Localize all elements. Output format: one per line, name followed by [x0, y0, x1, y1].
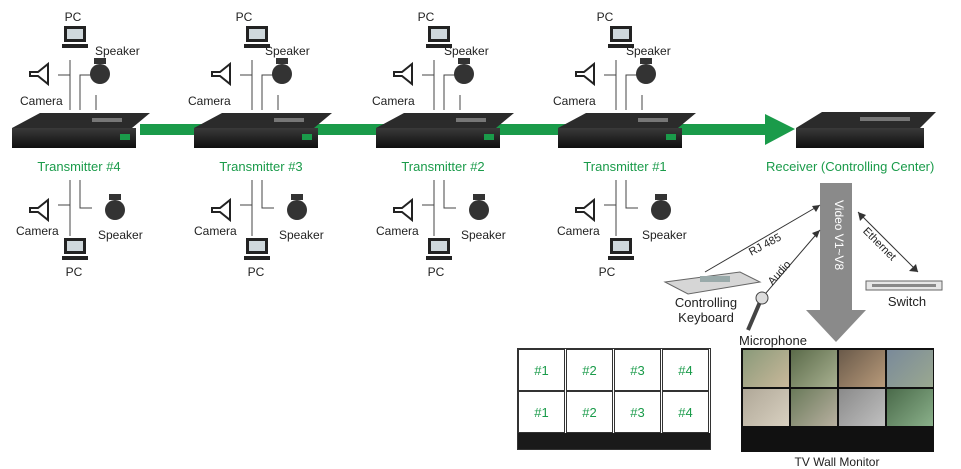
grid-cell: #1 — [518, 391, 565, 433]
t4-top-pc-label: PC — [64, 10, 82, 24]
t1-bottom-camera-label: Camera — [557, 224, 600, 238]
grid-cell: #3 — [614, 391, 661, 433]
tv-screen — [743, 389, 789, 426]
t2-bottom-speaker-label: Speaker — [461, 228, 506, 242]
t1-bottom-speaker-label: Speaker — [642, 228, 687, 242]
transmitter-2-label: Transmitter #2 — [401, 159, 485, 174]
pc-screen-highlights — [67, 29, 629, 251]
t4-bottom-camera-label: Camera — [16, 224, 59, 238]
grid-cell: #2 — [566, 349, 613, 391]
display-grid: #1 #2 #3 #4 #1 #2 #3 #4 — [517, 348, 711, 450]
t2-top-camera-label: Camera — [372, 94, 415, 108]
t4-top-speaker-label: Speaker — [95, 44, 140, 58]
tv-screen — [839, 389, 885, 426]
keyboard-label-line1: Controlling — [674, 295, 738, 310]
t3-top-pc-label: PC — [235, 10, 253, 24]
peripheral-wires — [58, 60, 643, 236]
t4-top-camera-label: Camera — [20, 94, 63, 108]
t1-bottom-pc-label: PC — [598, 265, 616, 279]
speaker-dome-icons — [90, 58, 671, 220]
tv-screen — [887, 389, 933, 426]
t3-top-camera-label: Camera — [188, 94, 231, 108]
receiver-label: Receiver (Controlling Center) — [766, 159, 935, 174]
switch-device — [865, 280, 943, 291]
transmitter-1-label: Transmitter #1 — [583, 159, 667, 174]
transmitter-3-label: Transmitter #3 — [219, 159, 303, 174]
rj485-line — [704, 204, 821, 273]
t3-top-speaker-label: Speaker — [265, 44, 310, 58]
grid-cell: #1 — [518, 349, 565, 391]
tv-screen — [791, 350, 837, 387]
transmitter-4-label: Transmitter #4 — [37, 159, 121, 174]
tv-screen — [743, 350, 789, 387]
video-label: Video V1~V8 — [832, 200, 846, 271]
receiver-device — [796, 112, 936, 148]
transmitter-1-device — [558, 113, 696, 148]
t4-bottom-pc-label: PC — [65, 265, 83, 279]
t2-top-pc-label: PC — [417, 10, 435, 24]
transmitter-2-device — [376, 113, 514, 148]
backbone-arrowhead — [765, 114, 795, 145]
t2-top-speaker-label: Speaker — [444, 44, 489, 58]
tv-screen — [839, 350, 885, 387]
tv-screen — [791, 389, 837, 426]
t3-bottom-pc-label: PC — [247, 265, 265, 279]
switch-label: Switch — [887, 294, 927, 309]
t1-top-camera-label: Camera — [553, 94, 596, 108]
t2-bottom-pc-label: PC — [427, 265, 445, 279]
ethernet-line — [857, 211, 919, 273]
t1-top-pc-label: PC — [596, 10, 614, 24]
t3-bottom-camera-label: Camera — [194, 224, 237, 238]
video-arrowhead — [806, 310, 866, 342]
grid-cell: #3 — [614, 349, 661, 391]
grid-cell: #2 — [566, 391, 613, 433]
keyboard-device — [663, 271, 762, 295]
tv-screen — [887, 350, 933, 387]
transmitter-3-device — [194, 113, 332, 148]
microphone-device — [746, 291, 769, 331]
transmitter-4-device — [12, 113, 150, 148]
keyboard-label-line2: Keyboard — [678, 310, 734, 325]
t1-top-speaker-label: Speaker — [626, 44, 671, 58]
tv-wall-monitor — [741, 348, 934, 452]
grid-base-bar — [518, 433, 710, 449]
tv-wall-label: TV Wall Monitor — [794, 455, 880, 469]
t2-bottom-camera-label: Camera — [376, 224, 419, 238]
pc-icons — [62, 26, 634, 260]
grid-cell: #4 — [662, 391, 709, 433]
video-trunk — [820, 183, 852, 313]
t4-bottom-speaker-label: Speaker — [98, 228, 143, 242]
microphone-label: Microphone — [739, 333, 807, 348]
t3-bottom-speaker-label: Speaker — [279, 228, 324, 242]
camera-horn-icons — [29, 61, 595, 223]
audio-line — [759, 229, 821, 301]
grid-cell: #4 — [662, 349, 709, 391]
